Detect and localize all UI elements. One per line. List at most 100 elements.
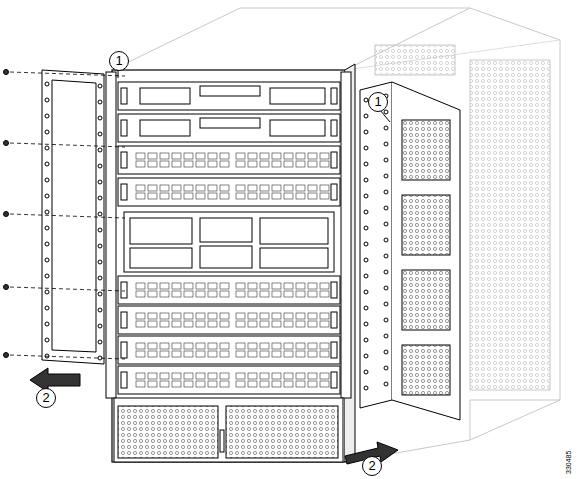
rack-hole [364, 210, 368, 214]
port [196, 291, 205, 297]
port [272, 351, 281, 357]
port [236, 373, 245, 379]
port [208, 291, 217, 297]
rack-hole [45, 114, 49, 118]
rack-hole [45, 194, 49, 198]
port [236, 351, 245, 357]
port [160, 153, 169, 159]
port [196, 381, 205, 387]
line-card [118, 306, 340, 334]
port [172, 283, 181, 289]
rack-hole [384, 238, 388, 242]
port [296, 193, 305, 199]
rack-hole [45, 258, 49, 262]
line-card [118, 146, 340, 174]
port [136, 373, 145, 379]
port [248, 351, 257, 357]
rack-hole [98, 340, 102, 344]
port [296, 381, 305, 387]
port [236, 321, 245, 327]
port [284, 321, 293, 327]
module [270, 120, 325, 136]
port [248, 153, 257, 159]
port [148, 313, 157, 319]
rack-hole [98, 132, 102, 136]
rack-hole [98, 244, 102, 248]
card-lever [331, 184, 337, 200]
rack-hole [45, 98, 49, 102]
rack-hole [364, 258, 368, 262]
port [248, 161, 257, 167]
card-lever [121, 184, 127, 200]
port [284, 313, 293, 319]
screw [4, 70, 9, 75]
port [208, 343, 217, 349]
port [308, 291, 317, 297]
port [272, 343, 281, 349]
rack-hole [384, 302, 388, 306]
card-lever [331, 152, 337, 168]
card-lever [331, 372, 337, 388]
port [136, 291, 145, 297]
port [172, 381, 181, 387]
port [308, 185, 317, 191]
callout-number: 2 [362, 456, 382, 476]
rack-hole [364, 114, 368, 118]
rack-hole [384, 382, 388, 386]
port [260, 161, 269, 167]
port [248, 283, 257, 289]
port [296, 313, 305, 319]
rack-hole [364, 162, 368, 166]
rack-hole [45, 162, 49, 166]
port [248, 343, 257, 349]
screw [4, 285, 9, 290]
rack-hole [384, 126, 388, 130]
rack-hole [384, 190, 388, 194]
port [220, 313, 229, 319]
port [236, 291, 245, 297]
port [172, 185, 181, 191]
port [236, 153, 245, 159]
guide-line [10, 214, 125, 218]
rack-hole [45, 290, 49, 294]
guide-line [10, 72, 125, 76]
rack-hole [364, 226, 368, 230]
port [148, 193, 157, 199]
port [260, 381, 269, 387]
port [320, 153, 329, 159]
port [260, 313, 269, 319]
rack-hole [45, 146, 49, 150]
port [136, 321, 145, 327]
port [136, 313, 145, 319]
port [184, 351, 193, 357]
module [140, 88, 190, 104]
port [148, 161, 157, 167]
card-lever [121, 120, 127, 136]
port [296, 161, 305, 167]
port [208, 381, 217, 387]
port [220, 291, 229, 297]
port [272, 185, 281, 191]
port [272, 153, 281, 159]
rack-hole [98, 164, 102, 168]
rack-hole [98, 228, 102, 232]
port [208, 321, 217, 327]
port [172, 351, 181, 357]
port [320, 283, 329, 289]
port [148, 351, 157, 357]
port [248, 313, 257, 319]
rack-hole [364, 130, 368, 134]
port [196, 193, 205, 199]
port [272, 291, 281, 297]
port [172, 193, 181, 199]
card-lever [121, 342, 127, 358]
card-lever [121, 312, 127, 328]
port [208, 373, 217, 379]
port [260, 343, 269, 349]
port [220, 373, 229, 379]
port [208, 161, 217, 167]
port [320, 193, 329, 199]
port [136, 283, 145, 289]
port [196, 161, 205, 167]
